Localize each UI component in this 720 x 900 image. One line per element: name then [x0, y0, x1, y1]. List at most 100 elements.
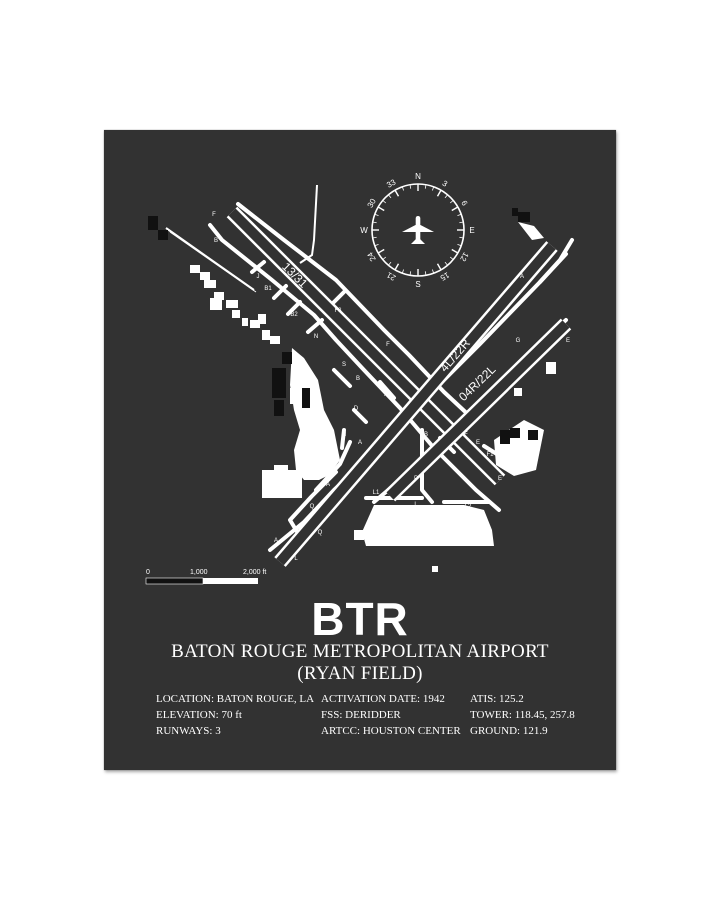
info-column-2: ACTIVATION DATE: 1942 FSS: DERIDDER ARTC… [321, 691, 461, 739]
compass-tick [449, 200, 454, 204]
taxiway-label: K [384, 392, 388, 398]
taxiway-label: B [356, 376, 360, 382]
compass-label: N [415, 172, 421, 181]
airplane-icon [402, 216, 434, 244]
compass-label: 15 [438, 270, 451, 283]
south-building-2 [432, 566, 438, 572]
info-tower: TOWER: 118.45, 257.8 [470, 709, 575, 721]
taxiway-label: N [314, 334, 318, 340]
compass-tick [457, 243, 462, 247]
taxiway-q [288, 470, 338, 542]
compass-tick [424, 184, 427, 189]
taxiway-label: P [414, 476, 418, 482]
compass-label: 12 [458, 251, 471, 264]
compass-tick [424, 271, 427, 276]
compass-tick [431, 269, 435, 274]
compass-tick [382, 256, 387, 260]
compass-tick [382, 200, 387, 204]
compass-label: 24 [365, 250, 378, 263]
access-road [165, 227, 255, 291]
airport-name-line1: BATON ROUGE METROPOLITAN AIRPORT [171, 641, 549, 662]
info-elevation: ELEVATION: 70 ft [156, 709, 242, 721]
info-artcc: ARTCC: HOUSTON CENTER [321, 725, 461, 737]
runway-04r-22l [384, 318, 572, 502]
taxiway-label: L [294, 556, 298, 562]
compass-tick [444, 194, 448, 199]
taxiway-label: H [342, 432, 346, 438]
taxiway-label: F3 [334, 308, 342, 314]
taxiway-label: G [454, 508, 459, 514]
compass-tick [409, 271, 412, 276]
taxiway-label: F [464, 432, 468, 438]
compass-label: 21 [385, 270, 398, 283]
airfield: 13/31 4L/22R 04R/22L FBJB1B2NF3FSBDKHACA… [148, 184, 574, 572]
taxiway-k [378, 380, 396, 400]
taxiway-label: L1 [373, 490, 380, 496]
info-atis: ATIS: 125.2 [470, 693, 524, 705]
compass-tick [388, 261, 392, 266]
taxiway-b1 [272, 284, 288, 300]
taxiway-label: G [516, 338, 521, 344]
taxiway-label: L2 [465, 504, 472, 510]
compass-label: S [415, 280, 420, 289]
taxiway-h [340, 428, 346, 450]
hangar-cluster-nw [148, 216, 222, 310]
compass-tick [451, 206, 459, 212]
compass-tick [377, 248, 385, 254]
info-column-1: LOCATION: BATON ROUGE, LA ELEVATION: 70 … [156, 691, 314, 739]
airport-code: BTR [311, 593, 409, 645]
compass-tick [394, 263, 400, 271]
compass-tick [409, 184, 412, 189]
info-ground: GROUND: 121.9 [470, 725, 548, 737]
compass-tick [372, 236, 377, 239]
compass-tick [401, 269, 405, 274]
taxiway-f [236, 202, 476, 422]
compass-tick [449, 256, 454, 260]
terminal-buildings [204, 280, 310, 416]
taxiway-label: E [566, 338, 570, 344]
taxiway-label: Q [310, 504, 315, 510]
compass-tick [459, 236, 464, 239]
airport-name-line2: (RYAN FIELD) [297, 663, 423, 684]
taxiway-label: S [342, 362, 346, 368]
runways [226, 206, 572, 567]
scale-bar-dark [145, 577, 204, 585]
info-fss: FSS: DERIDDER [321, 709, 401, 721]
compass-tick [457, 213, 462, 217]
taxiway-label: L [414, 502, 418, 508]
info-column-3: ATIS: 125.2 TOWER: 118.45, 257.8 GROUND:… [470, 691, 575, 739]
south-building [354, 530, 364, 540]
taxiway-p [420, 428, 434, 504]
taxiway-label: B [214, 238, 218, 244]
taxiway-label: A [520, 274, 524, 280]
scale-label-0: 0 [146, 569, 150, 576]
info-runways: RUNWAYS: 3 [156, 725, 221, 737]
taxiway-b2 [286, 300, 302, 316]
taxiway-s [332, 368, 352, 388]
taxiway-j [250, 260, 266, 274]
scale-label-2000: 2,000 ft [243, 569, 266, 576]
taxiway-label: Q [318, 530, 323, 536]
compass-label: 30 [366, 197, 379, 210]
compass-tick [401, 186, 405, 191]
west-hangar-annex [274, 465, 288, 473]
runway-4l-22r [274, 241, 558, 567]
taxiway-label: B1 [264, 286, 272, 292]
compass-tick [436, 189, 442, 197]
south-apron [362, 505, 494, 546]
scale-label-1000: 1,000 [190, 569, 208, 576]
taxiway-label: J [257, 274, 260, 280]
taxiway-label: F [212, 212, 216, 218]
compass-tick [374, 213, 379, 217]
taxiway-d [352, 408, 368, 424]
taxiway-label: E [498, 476, 502, 482]
taxiway-label: B2 [290, 312, 298, 318]
taxiway-n [306, 318, 324, 334]
compass-tick [388, 194, 392, 199]
compass-label: 3 [441, 179, 450, 189]
compass-label: W [360, 226, 368, 235]
taxiway-b [208, 223, 501, 512]
